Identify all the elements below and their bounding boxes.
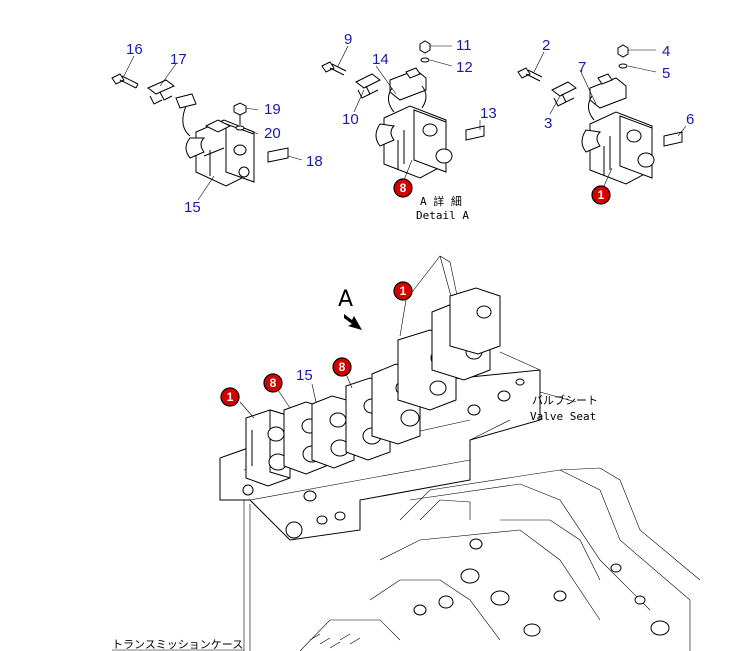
part-number-5: 5 (662, 65, 670, 82)
part-number-labels: 16 17 19 20 18 15 9 11 12 14 10 13 2 4 5… (126, 31, 694, 216)
part-number-3: 3 (544, 115, 552, 132)
valve-block-3 (311, 395, 355, 469)
part-number-15-main: 15 (296, 367, 313, 384)
part-number-10: 10 (342, 111, 359, 128)
part-number-17: 17 (170, 51, 187, 68)
part-number-9: 9 (344, 31, 352, 48)
valve-seat-label-en: Valve Seat (530, 410, 596, 423)
transmission-case (243, 467, 701, 651)
callout-1-main-upper: 1 (393, 281, 413, 301)
transmission-case-label: トランスミッションケース (112, 638, 243, 651)
svg-text:8: 8 (270, 376, 277, 390)
part-number-15: 15 (184, 199, 201, 216)
part-number-12: 12 (456, 59, 473, 76)
view-arrow-icon (344, 314, 362, 330)
detail-a-label-jp: A 詳 細 (420, 194, 462, 208)
callout-8-top: 8 (393, 178, 413, 198)
valve-block-1 (245, 409, 291, 487)
part-number-6: 6 (686, 111, 694, 128)
callout-8-main-left: 8 (263, 373, 283, 393)
valve-seat-label-jp: バルブシート (532, 393, 598, 407)
part-number-11: 11 (456, 37, 472, 54)
part-number-19: 19 (264, 101, 281, 118)
part-number-20: 20 (264, 125, 281, 142)
svg-text:1: 1 (400, 284, 407, 298)
callout-1-main-lower: 1 (220, 387, 240, 407)
svg-text:1: 1 (598, 188, 605, 202)
part-number-14: 14 (372, 51, 389, 68)
part-number-7: 7 (578, 59, 586, 76)
detail-a-label-en: Detail A (416, 209, 469, 222)
solenoid-assembly-left (111, 73, 289, 187)
valve-seat-assembly: A (219, 255, 701, 651)
svg-text:8: 8 (400, 181, 407, 195)
solenoid-assembly-middle (321, 40, 485, 179)
leader-lines (123, 45, 687, 201)
part-number-16: 16 (126, 41, 143, 58)
svg-text:8: 8 (339, 360, 346, 374)
valve-block-8 (449, 287, 501, 355)
callout-1-top: 1 (591, 185, 611, 205)
part-number-4: 4 (662, 43, 670, 60)
view-a-letter: A (338, 287, 353, 312)
part-number-18: 18 (306, 153, 323, 170)
callout-8-main-right: 8 (332, 357, 352, 377)
part-number-13: 13 (480, 105, 497, 122)
svg-text:1: 1 (227, 390, 234, 404)
solenoid-assembly-right (517, 44, 683, 185)
part-number-2: 2 (542, 37, 550, 54)
